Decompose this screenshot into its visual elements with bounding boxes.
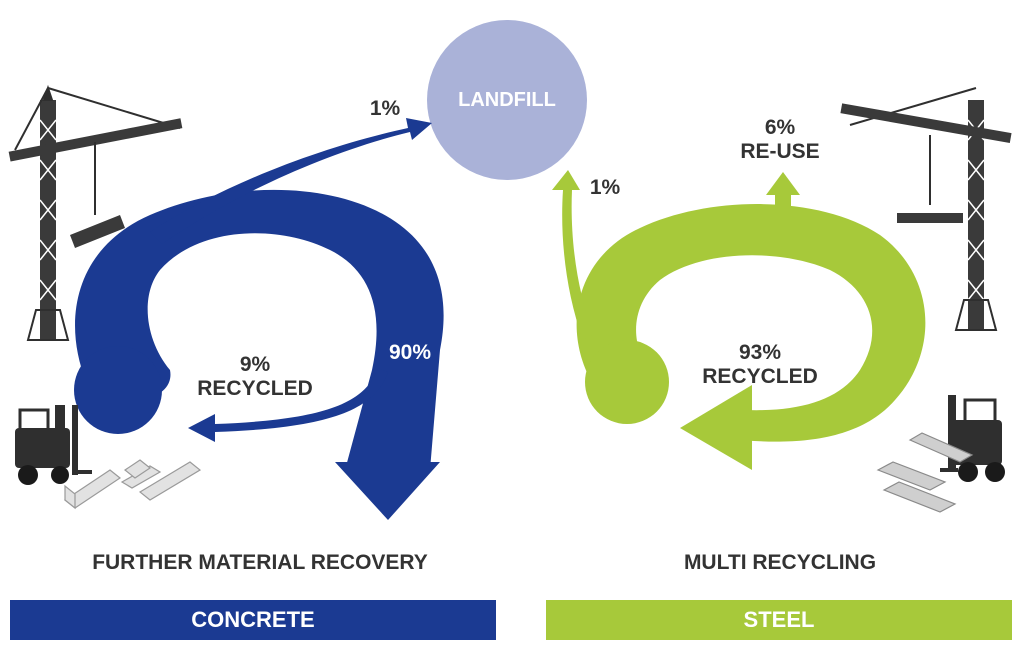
concrete-recycled-arrow xyxy=(188,368,388,442)
landfill-circle xyxy=(427,20,587,180)
concrete-flow xyxy=(74,118,444,520)
steel-bar: STEEL xyxy=(546,600,1012,640)
concrete-loop-tail xyxy=(74,346,162,434)
steel-reuse-stem xyxy=(775,192,791,220)
concrete-bar-label: CONCRETE xyxy=(191,607,315,632)
concrete-landfill-pct: 1% xyxy=(369,97,401,120)
concrete-recovery-arrow xyxy=(335,462,440,520)
steel-reuse-label: RE-USE xyxy=(740,140,820,163)
concrete-recovery-pct: 90% xyxy=(388,341,432,364)
steel-recycled-label: RECYCLED xyxy=(702,365,818,388)
tower-crane-icon xyxy=(8,84,183,341)
steel-reuse-pct: 6% xyxy=(764,116,796,139)
steel-heading: MULTI RECYCLING xyxy=(683,551,877,574)
steel-beam-icon xyxy=(876,432,974,513)
concrete-heading: FURTHER MATERIAL RECOVERY xyxy=(92,551,428,574)
tower-crane-icon xyxy=(840,87,1012,331)
steel-landfill-pct: 1% xyxy=(589,176,621,199)
steel-recycled-arrow-head xyxy=(680,385,752,470)
steel-loop-tail xyxy=(585,340,669,424)
concrete-recycled-label: RECYCLED xyxy=(197,377,313,400)
steel-bar-label: STEEL xyxy=(743,607,815,632)
steel-loop-band xyxy=(576,204,926,442)
forklift-icon xyxy=(940,395,1005,482)
steel-flow xyxy=(552,170,926,470)
forklift-icon xyxy=(15,405,92,485)
steel-reuse-arrow-head xyxy=(766,172,800,195)
landfill-label: LANDFILL xyxy=(458,89,556,111)
concrete-block-icon xyxy=(63,459,202,510)
concrete-recycled-pct: 9% xyxy=(239,353,271,376)
steel-recycled-pct: 93% xyxy=(738,341,782,364)
steel-landfill-arrow xyxy=(552,170,594,340)
concrete-loop-band xyxy=(75,189,444,470)
concrete-bar: CONCRETE xyxy=(10,600,496,640)
concrete-landfill-arrow xyxy=(150,118,432,244)
